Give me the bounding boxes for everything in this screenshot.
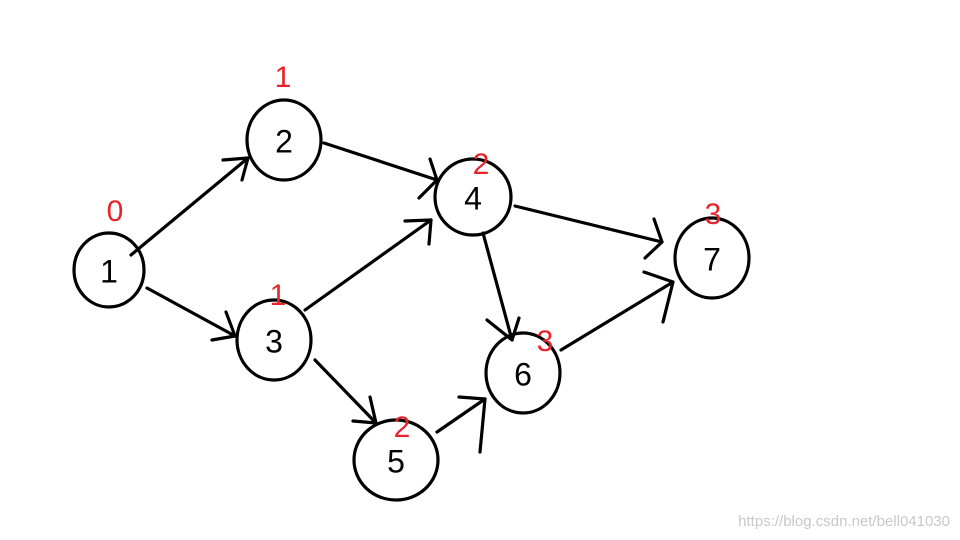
- edge-line: [513, 204, 664, 244]
- edge-line: [435, 397, 487, 434]
- node-3: 31: [235, 279, 313, 382]
- arrowhead-icon: [485, 316, 521, 342]
- edge-6-7: [559, 270, 675, 352]
- arrowhead-icon: [210, 310, 237, 342]
- edge-line: [481, 231, 514, 342]
- node-label: 7: [703, 241, 721, 277]
- node-circle: [352, 418, 440, 502]
- edge-line: [313, 358, 378, 425]
- level-label: 2: [473, 148, 490, 181]
- arrowhead-icon: [457, 395, 487, 454]
- arrowhead-icon: [642, 270, 675, 324]
- node-label: 6: [514, 356, 532, 392]
- edge-3-4: [303, 218, 433, 312]
- node-7: 73: [673, 198, 751, 300]
- node-circle: [72, 231, 146, 309]
- arrowhead-icon: [643, 217, 664, 260]
- edge-1-2: [129, 156, 250, 257]
- arrowhead-icon: [417, 157, 439, 200]
- edge-4-6: [481, 231, 521, 342]
- level-label: 0: [107, 195, 124, 228]
- edge-line: [303, 218, 433, 312]
- node-6: 63: [484, 325, 562, 415]
- node-circle: [235, 298, 313, 382]
- node-2: 21: [245, 61, 323, 182]
- arrowhead-icon: [403, 218, 433, 246]
- level-label: 3: [537, 325, 554, 358]
- node-label: 1: [100, 253, 118, 289]
- edge-2-4: [322, 141, 439, 200]
- node-circle: [245, 98, 323, 182]
- node-5: 52: [352, 411, 440, 502]
- node-circle: [673, 216, 751, 300]
- node-circle: [484, 331, 562, 415]
- edge-5-6: [435, 395, 487, 454]
- edge-line: [145, 286, 237, 338]
- edge-3-5: [313, 358, 378, 425]
- edges-layer: [129, 141, 675, 454]
- edge-4-7: [513, 204, 664, 260]
- node-label: 2: [275, 123, 293, 159]
- node-circle: [433, 157, 513, 237]
- level-label: 1: [275, 61, 292, 94]
- edge-line: [322, 141, 439, 182]
- node-4: 42: [433, 148, 513, 237]
- node-label: 5: [387, 443, 405, 479]
- level-label: 3: [705, 198, 722, 231]
- node-label: 3: [265, 323, 283, 359]
- node-label: 4: [464, 180, 482, 216]
- level-label: 2: [394, 411, 411, 444]
- edge-line: [559, 280, 675, 352]
- node-1: 10: [72, 195, 146, 309]
- level-label: 1: [270, 279, 287, 312]
- edge-1-3: [145, 286, 237, 342]
- edge-line: [129, 156, 250, 257]
- watermark-text: https://blog.csdn.net/bell041030: [738, 513, 950, 530]
- arrowhead-icon: [221, 156, 250, 182]
